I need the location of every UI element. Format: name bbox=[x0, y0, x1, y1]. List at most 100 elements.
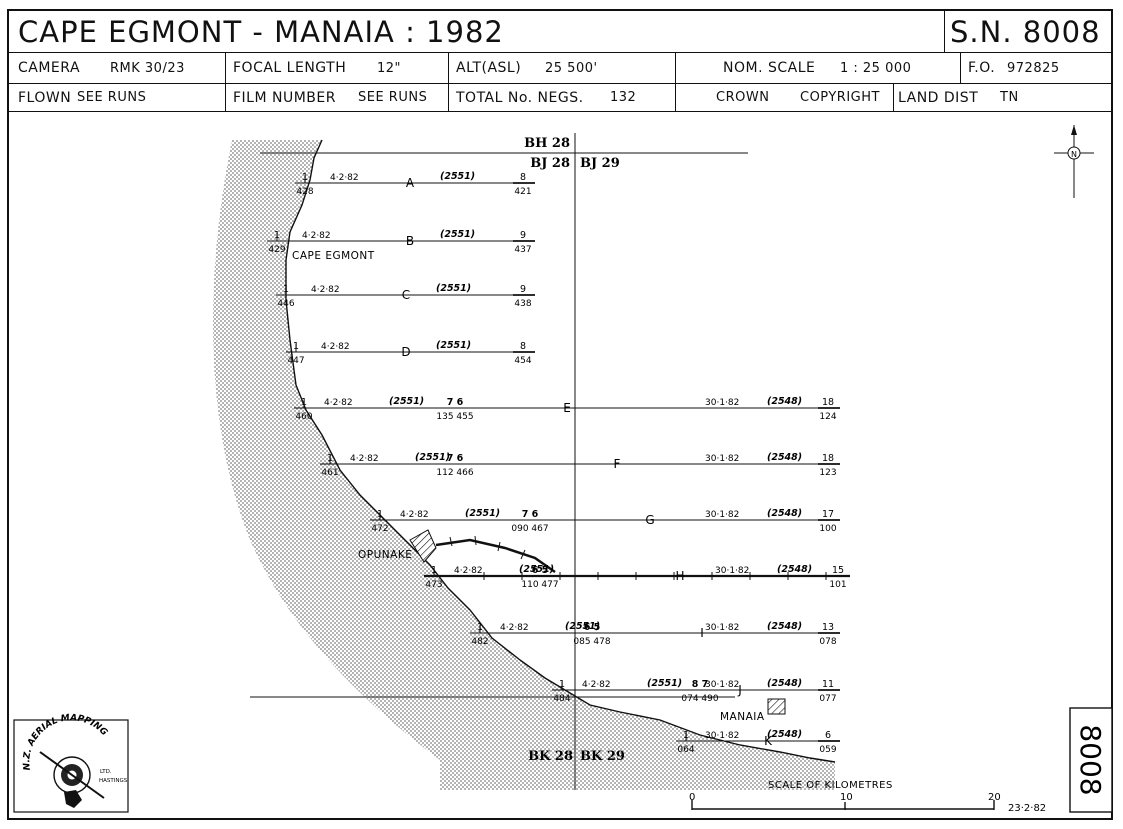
run-e-mid-top: 7 6 bbox=[447, 397, 464, 408]
run-f-start-bottom: 461 bbox=[321, 468, 338, 478]
sheet-label-bk28: BK 28 bbox=[528, 749, 573, 764]
copyright-label: COPYRIGHT bbox=[800, 90, 880, 105]
film-number-value: SEE RUNS bbox=[358, 90, 428, 105]
header-divider bbox=[675, 83, 676, 111]
flown-value: SEE RUNS bbox=[77, 90, 147, 105]
crown-label: CROWN bbox=[716, 90, 770, 105]
run-d-date: 4·2·82 bbox=[321, 342, 350, 352]
run-g-end-bottom: 100 bbox=[819, 524, 836, 534]
run-k-end-top: 6 bbox=[825, 730, 831, 741]
run-g-start-top: 1 bbox=[377, 509, 383, 520]
place-manaia: MANAIA bbox=[720, 711, 765, 723]
sheet-label-bj29: BJ 29 bbox=[580, 156, 620, 171]
sheet-label-bk29: BK 29 bbox=[580, 749, 625, 764]
run-j-film: (2551) bbox=[647, 678, 682, 689]
run-a-end-bottom: 421 bbox=[514, 187, 531, 197]
fo-value: 972825 bbox=[1007, 60, 1060, 76]
sea-area bbox=[212, 140, 835, 790]
run-i-end-bottom: 078 bbox=[819, 637, 836, 647]
outer-frame bbox=[7, 9, 1113, 820]
flight-runs: 1428A4·2·82(2551)84211429B4·2·82(2551)94… bbox=[267, 171, 850, 755]
svg-text:N: N bbox=[1071, 150, 1077, 159]
run-j-end-bottom: 077 bbox=[819, 694, 836, 704]
run-f-film: (2551) bbox=[415, 452, 450, 463]
run-h-date: 4·2·82 bbox=[454, 566, 483, 576]
run-a-start-bottom: 428 bbox=[296, 187, 313, 197]
run-j-film2: (2548) bbox=[767, 678, 802, 689]
road-ticks bbox=[449, 535, 526, 560]
header-divider bbox=[893, 83, 894, 111]
header-divider bbox=[8, 52, 1112, 53]
run-d-film: (2551) bbox=[436, 340, 471, 351]
header-divider bbox=[448, 52, 449, 111]
run-e-date2: 30·1·82 bbox=[705, 398, 739, 408]
run-a-letter: A bbox=[406, 176, 415, 190]
sheet-number-vertical: 8008 bbox=[1069, 707, 1113, 813]
run-g-date2: 30·1·82 bbox=[705, 510, 739, 520]
film-number-label: FILM NUMBER bbox=[233, 89, 336, 106]
focal-length-value: 12" bbox=[377, 60, 402, 76]
altitude-label: ALT(ASL) bbox=[456, 60, 522, 76]
run-g-end-top: 17 bbox=[822, 509, 834, 520]
run-f-mid-top: 7 6 bbox=[447, 453, 464, 464]
run-h-end-top: 15 bbox=[832, 565, 844, 576]
run-k-letter: K bbox=[764, 734, 773, 748]
run-d-letter: D bbox=[401, 345, 410, 359]
run-f-letter: F bbox=[614, 457, 621, 471]
map-title: CAPE EGMONT - MANAIA : 1982 bbox=[18, 15, 504, 49]
run-b-letter: B bbox=[406, 234, 414, 248]
run-c-start-top: 1 bbox=[283, 284, 289, 295]
run-i-letter: I bbox=[700, 626, 704, 640]
run-e-date: 4·2·82 bbox=[324, 398, 353, 408]
run-c-end-top: 9 bbox=[520, 284, 526, 295]
run-e-start-bottom: 460 bbox=[295, 412, 312, 422]
manaia-town-symbol bbox=[767, 698, 786, 715]
run-i-film2: (2548) bbox=[767, 621, 802, 632]
road bbox=[435, 538, 556, 574]
run-f-end-top: 18 bbox=[822, 453, 834, 464]
sheet-label-bh28: BH 28 bbox=[524, 136, 570, 151]
run-f-film2: (2548) bbox=[767, 452, 802, 463]
run-a-start-top: 1 bbox=[302, 172, 308, 183]
run-i-start-bottom: 482 bbox=[471, 637, 488, 647]
total-negatives-value: 132 bbox=[610, 90, 637, 105]
fo-label: F.O. bbox=[968, 60, 996, 76]
run-h-mid-bottom: 110 477 bbox=[521, 580, 558, 590]
run-j-mid-bottom: 074 490 bbox=[681, 694, 718, 704]
scale-date: 23·2·82 bbox=[1008, 803, 1046, 814]
total-negatives-label: TOTAL No. NEGS. bbox=[456, 89, 584, 106]
run-j-end-top: 11 bbox=[822, 679, 834, 690]
flown-label: FLOWN bbox=[18, 89, 72, 106]
run-k-end-bottom: 059 bbox=[819, 745, 836, 755]
run-c-film: (2551) bbox=[436, 283, 471, 294]
run-j-letter: J bbox=[737, 683, 742, 697]
run-j-start-top: 1 bbox=[559, 679, 565, 690]
run-g-start-bottom: 472 bbox=[371, 524, 388, 534]
run-f-start-top: 1 bbox=[327, 453, 333, 464]
run-i-date2: 30·1·82 bbox=[705, 623, 739, 633]
scale-title: SCALE OF KILOMETRES bbox=[768, 780, 893, 791]
run-h-start-bottom: 473 bbox=[425, 580, 442, 590]
nz-aerial-mapping-logo: N.Z. AERIAL MAPPING LTD. HASTINGS bbox=[13, 713, 129, 813]
run-h-end-bottom: 101 bbox=[829, 580, 846, 590]
scale-tick-0: 0 bbox=[689, 792, 695, 803]
scale-tick-20: 20 bbox=[988, 792, 1001, 803]
place-cape-egmont: CAPE EGMONT bbox=[292, 250, 375, 262]
run-c-end-bottom: 438 bbox=[514, 299, 531, 309]
svg-text:8008: 8008 bbox=[1074, 724, 1107, 795]
run-k-date2: 30·1·82 bbox=[705, 731, 739, 741]
run-i-mid-top: 6 5 bbox=[584, 622, 601, 633]
run-c-start-bottom: 446 bbox=[277, 299, 294, 309]
run-i-film: (2551) bbox=[565, 621, 600, 632]
run-h-mid-top: 6 5 bbox=[532, 565, 549, 576]
run-h-date2: 30·1·82 bbox=[715, 566, 749, 576]
opunake-town-symbol bbox=[409, 529, 437, 563]
run-j-date2: 30·1·82 bbox=[705, 680, 739, 690]
header-divider bbox=[944, 10, 945, 52]
run-i-start-top: 1 bbox=[477, 622, 483, 633]
run-k-start-bottom: 064 bbox=[677, 745, 694, 755]
sheet-label-bj28: BJ 28 bbox=[530, 156, 570, 171]
run-g-date: 4·2·82 bbox=[400, 510, 429, 520]
